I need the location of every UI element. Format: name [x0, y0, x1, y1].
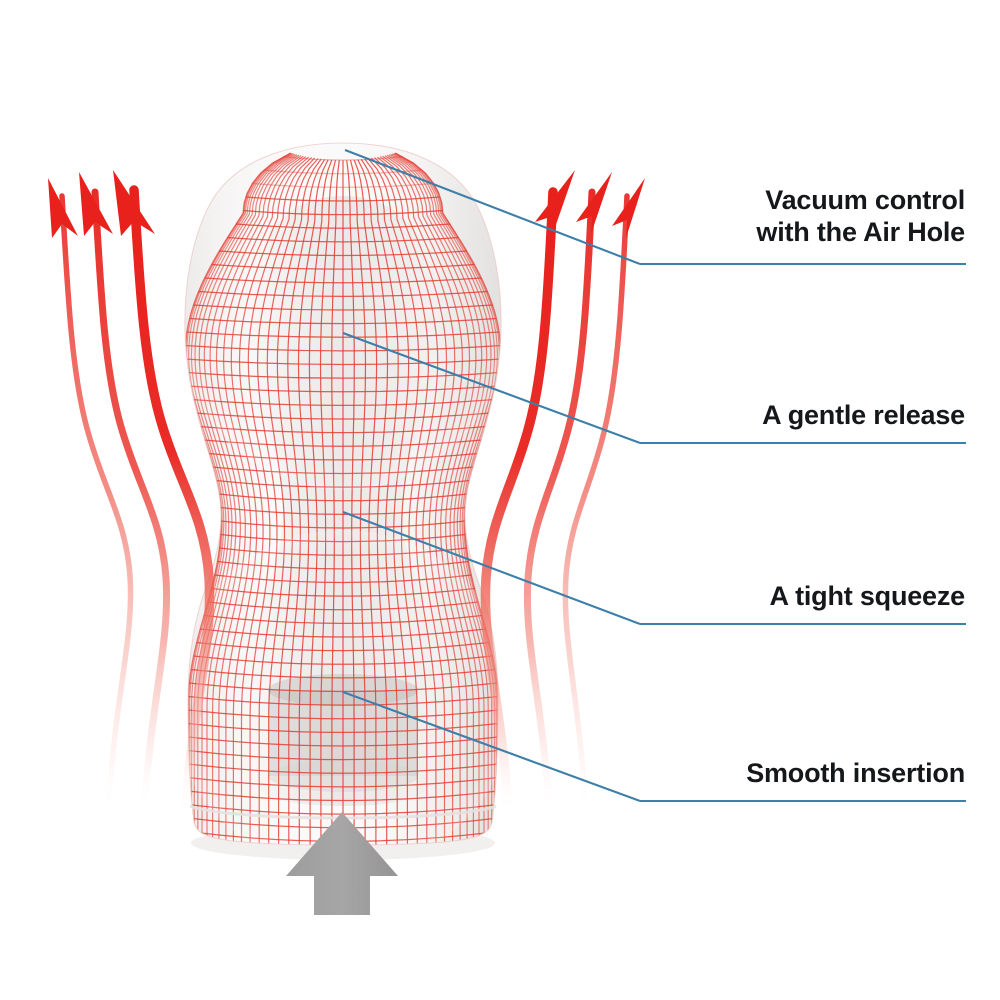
airflow-line-left-1 [59, 193, 134, 813]
callout-label-gentle-release: A gentle release [762, 400, 965, 430]
callout-label-tight-squeeze: A tight squeeze [769, 581, 965, 611]
airflow-head-left-2 [79, 172, 113, 236]
product-illustration [184, 142, 502, 860]
airflow-head-left-1 [48, 178, 78, 238]
airflow-head-right-1 [535, 170, 575, 236]
airflow-arrows-right [480, 170, 645, 819]
airflow-arrows-left [48, 170, 215, 819]
callout-label-vacuum-control: Vacuum control with the Air Hole [756, 185, 965, 248]
callout-leader-lines [342, 149, 966, 803]
airflow-line-right-3 [562, 193, 630, 813]
product-edge-softening [184, 143, 502, 845]
airflow-head-right-2 [576, 172, 612, 234]
callout-leader-vacuum-control [344, 149, 641, 265]
callout-label-smooth-insertion: Smooth insertion [746, 758, 965, 788]
callout-leader-tight-squeeze [342, 511, 641, 625]
airflow-line-left-3 [129, 185, 215, 819]
airflow-line-right-2 [523, 188, 596, 816]
callout-leader-smooth-insertion [342, 691, 641, 802]
pressure-arrow [286, 812, 398, 915]
airflow-head-left-3 [113, 170, 155, 236]
airflow-line-right-1 [480, 187, 558, 819]
callout-leader-gentle-release [342, 332, 641, 444]
airflow-head-right-3 [612, 178, 645, 238]
airflow-line-left-2 [91, 188, 171, 816]
